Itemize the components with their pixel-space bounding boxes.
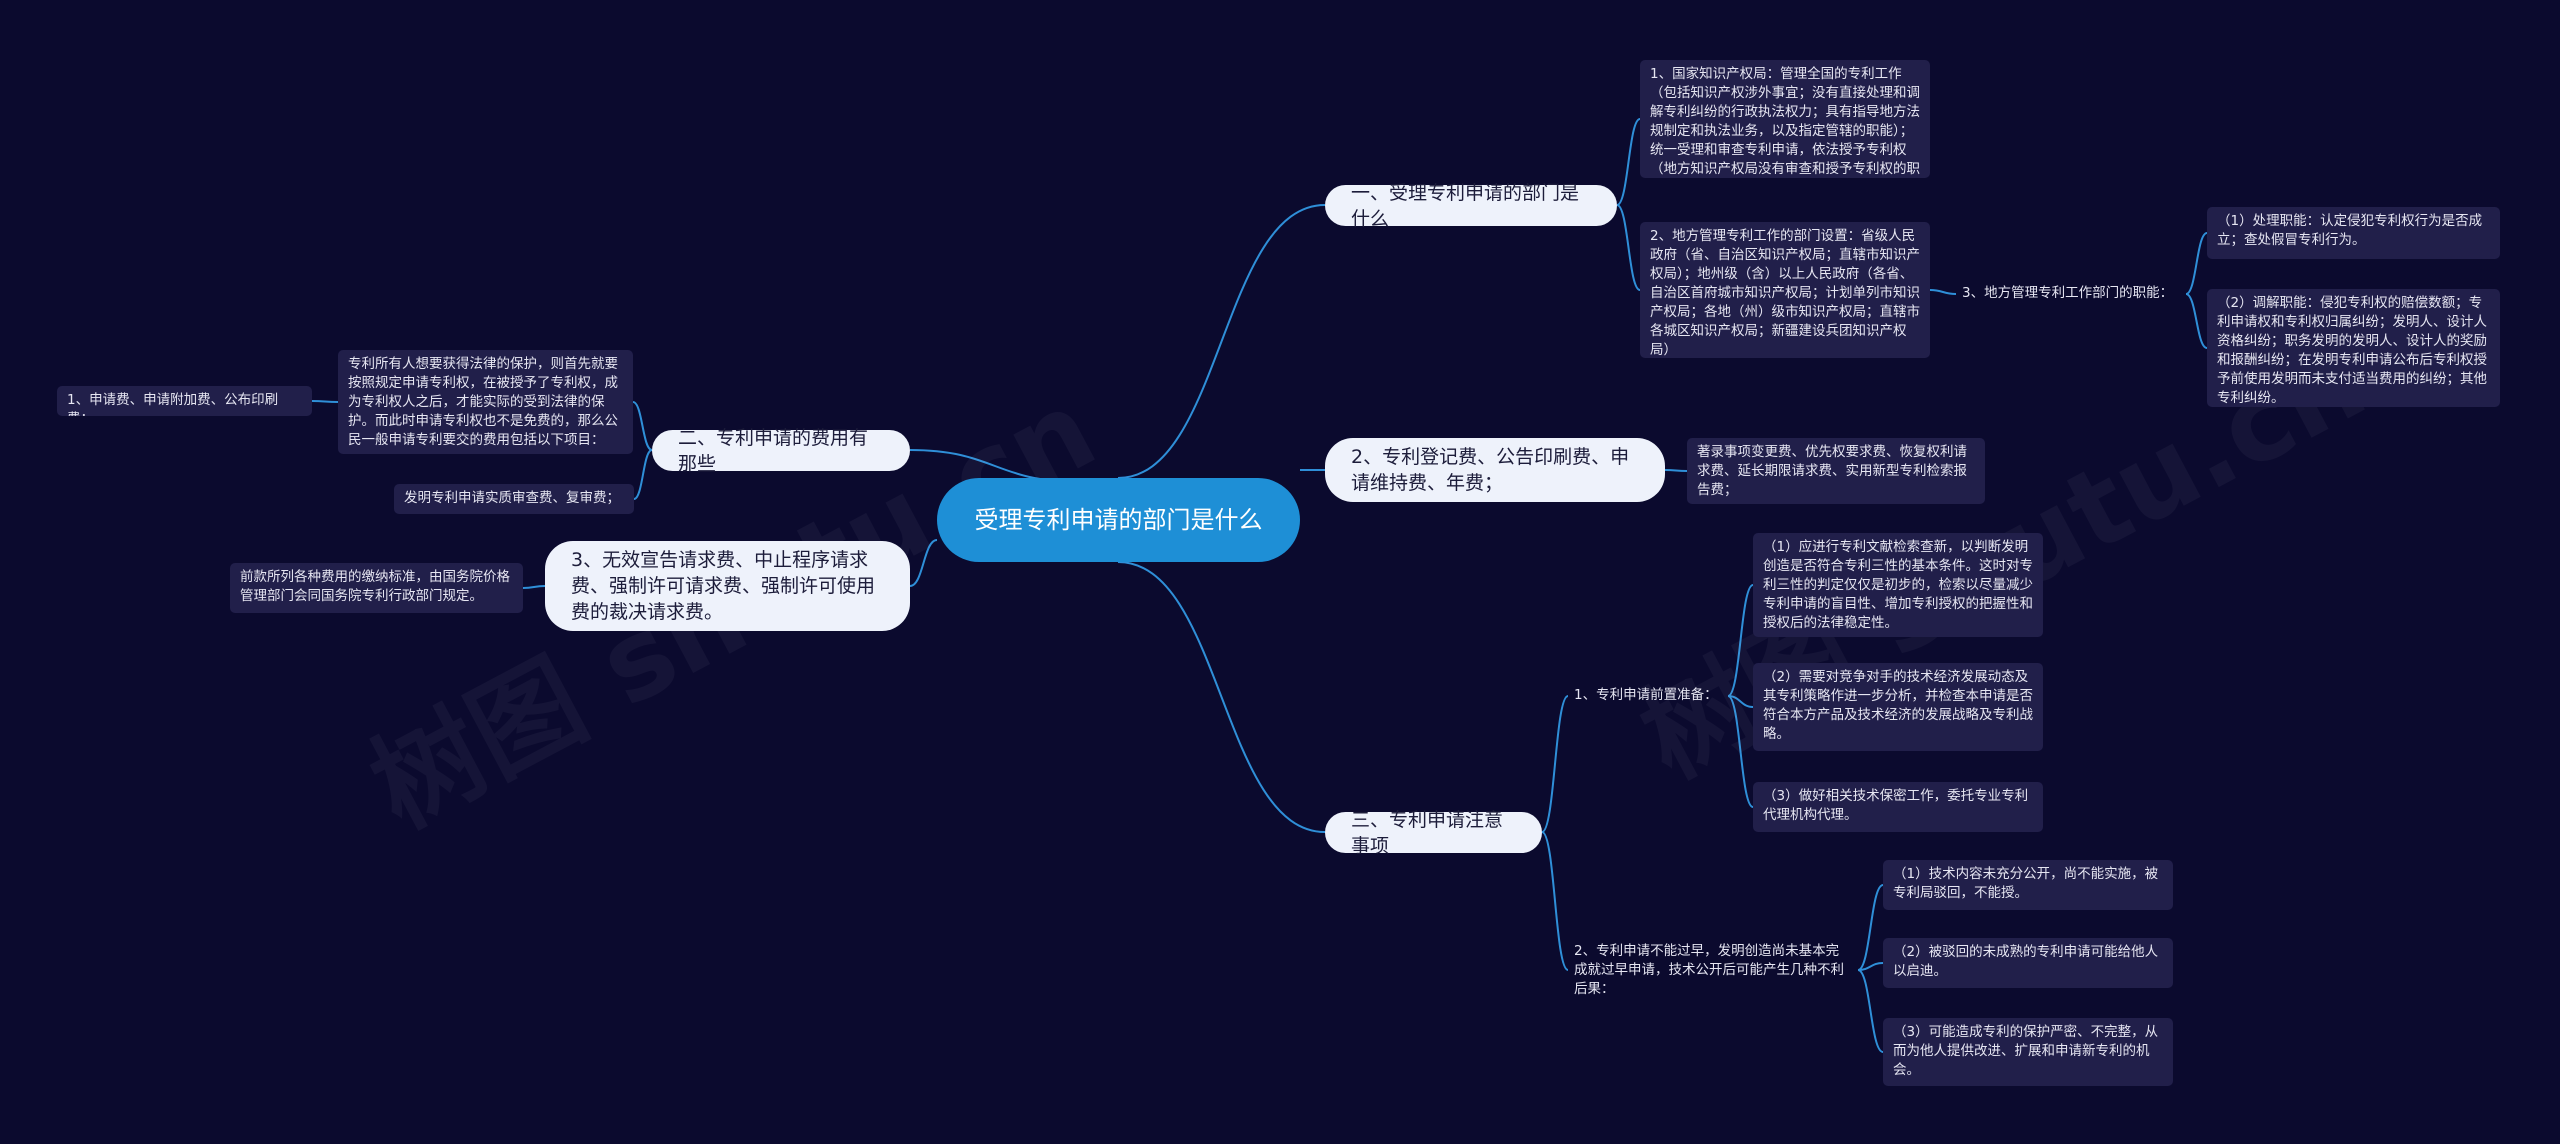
- branch-invalidation-fees[interactable]: 3、无效宣告请求费、中止程序请求费、强制许可请求费、强制许可使用费的裁决请求费。: [545, 541, 910, 631]
- leaf-fee-standard: 前款所列各种费用的缴纳标准，由国务院价格管理部门会同国务院专利行政部门规定。: [230, 563, 523, 613]
- leaf-local-functions: 3、地方管理专利工作部门的职能：: [1962, 285, 2174, 301]
- leaf-early-incomplete: （3）可能造成专利的保护严密、不完整，从而为他人提供改进、扩展和申请新专利的机会…: [1883, 1018, 2173, 1086]
- link-b1-c2: [1616, 204, 1641, 291]
- leaf-mediation-function: （2）调解职能：侵犯专利权的赔偿数额；专利申请权和专利权归属纠纷；发明人、设计人…: [2207, 289, 2500, 407]
- link-left-b2-c1: [522, 585, 546, 589]
- link-c1-d3: [1727, 695, 1754, 808]
- leaf-fee-intro: 专利所有人想要获得法律的保护，则首先就要按照规定申请专利权，在被授予了专利权，成…: [338, 350, 633, 454]
- link-b3-c1: [1541, 695, 1569, 833]
- link-root-left-b2: [909, 539, 938, 587]
- link-c2-d3: [1857, 969, 1884, 1053]
- leaf-prep-search: （1）应进行专利文献检索查新，以判断发明创造是否符合专利三性的基本条件。这时对专…: [1753, 533, 2043, 637]
- link-c3-d2: [2185, 293, 2208, 349]
- leaf-early-inspire: （2）被驳回的未成熟的专利申请可能给他人以启迪。: [1883, 938, 2173, 988]
- link-b1-c1: [1616, 118, 1641, 206]
- leaf-preparation: 1、专利申请前置准备：: [1574, 687, 1718, 703]
- leaf-prep-confidential: （3）做好相关技术保密工作，委托专业专利代理机构代理。: [1753, 782, 2043, 832]
- link-left-b1-c1: [632, 401, 653, 451]
- link-b3-c2: [1541, 831, 1569, 971]
- leaf-national-ip-office: 1、国家知识产权局：管理全国的专利工作（包括知识产权涉外事宜；没有直接处理和调解…: [1640, 60, 1930, 178]
- link-c3-d1: [2185, 232, 2208, 295]
- leaf-handling-function: （1）处理职能：认定侵犯专利权行为是否成立；查处假冒专利行为。: [2207, 207, 2500, 259]
- link-root-b3: [1117, 561, 1326, 833]
- leaf-local-departments: 2、地方管理专利工作的部门设置：省级人民政府（省、自治区知识产权局；直辖市知识产…: [1640, 222, 1930, 358]
- link-c2-c3: [1929, 289, 1957, 295]
- link-root-b1: [1117, 204, 1326, 479]
- branch-application-notes[interactable]: 三、专利申请注意事项: [1325, 809, 1542, 857]
- leaf-prep-competitor: （2）需要对竞争对手的技术经济发展动态及其专利策略作进一步分析，并检查本申请是否…: [1753, 663, 2043, 751]
- link-b2-c1: [1664, 469, 1688, 472]
- leaf-not-too-early: 2、专利申请不能过早，发明创造尚未基本完成就过早申请，技术公开后可能产生几种不利…: [1574, 943, 1844, 997]
- link-left-b1-c2: [633, 449, 653, 500]
- leaf-early-rejected: （1）技术内容未充分公开，尚不能实施，被专利局驳回，不能授。: [1883, 860, 2173, 910]
- branch-application-fees[interactable]: 二、专利申请的费用有那些: [652, 427, 910, 475]
- link-c1-d1: [1727, 584, 1754, 697]
- root-topic[interactable]: 受理专利申请的部门是什么: [937, 478, 1300, 562]
- link-c1-d2: [1727, 695, 1754, 708]
- link-left-c1-d1: [311, 400, 339, 403]
- branch-registration-fees[interactable]: 2、专利登记费、公告印刷费、申请维持费、年费；: [1325, 438, 1665, 502]
- link-c2-d2: [1857, 962, 1884, 971]
- link-c2-d1: [1857, 884, 1884, 971]
- leaf-application-fee: 1、申请费、申请附加费、公布印刷费；: [57, 386, 312, 416]
- branch-receiving-department[interactable]: 一、受理专利申请的部门是什么: [1325, 182, 1617, 230]
- leaf-examination-fee: 发明专利申请实质审查费、复审费；: [394, 484, 634, 514]
- leaf-other-fees: 著录事项变更费、优先权要求费、恢复权利请求费、延长期限请求费、实用新型专利检索报…: [1687, 438, 1985, 504]
